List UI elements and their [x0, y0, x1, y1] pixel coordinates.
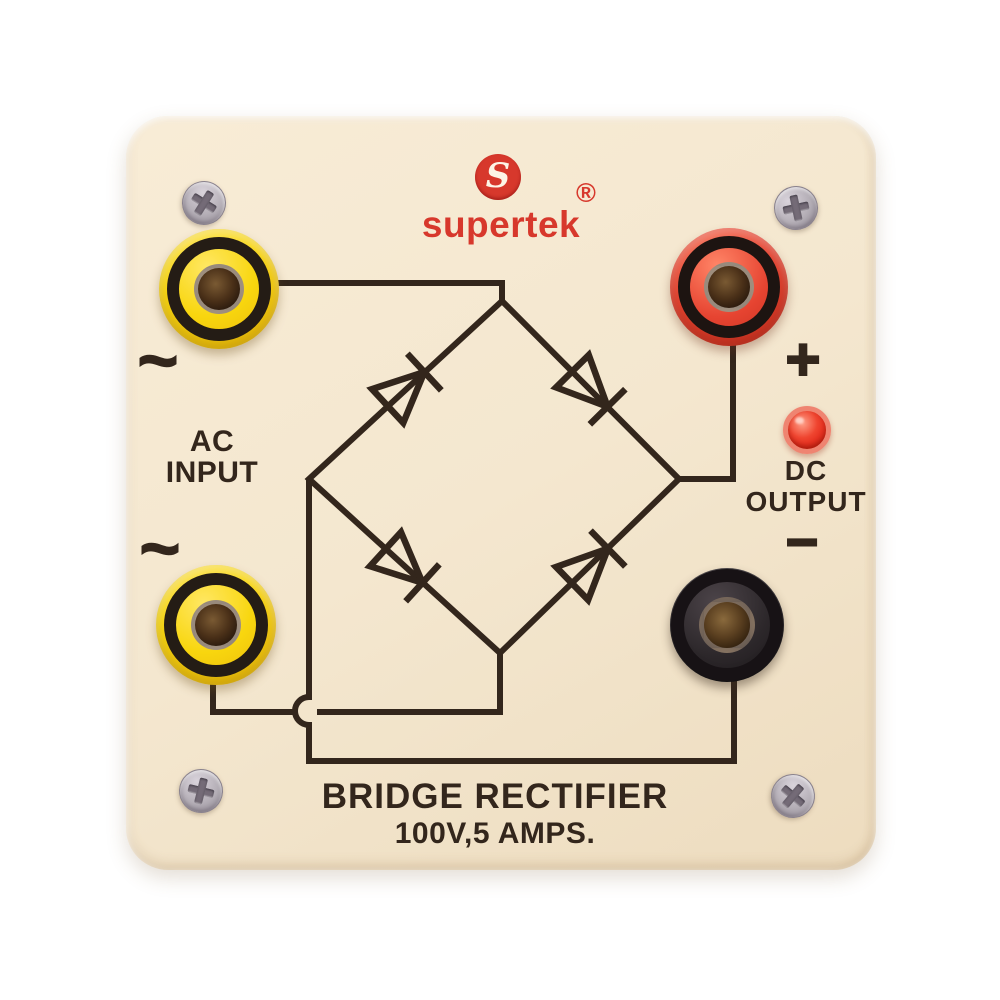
diode-cathode-bar — [403, 562, 442, 604]
banana-jack-ac-input-bottom[interactable] — [156, 565, 276, 685]
diode-d3 — [364, 526, 442, 604]
jack-socket-hole[interactable] — [191, 600, 241, 650]
positive-terminal-symbol: + — [784, 326, 821, 393]
ac-input-label: AC INPUT — [122, 426, 302, 488]
diode-cathode-bar — [404, 351, 444, 393]
diode-d4 — [550, 528, 628, 606]
dc-output-line1: DC — [784, 455, 828, 486]
banana-jack-dc-negative[interactable] — [670, 568, 784, 682]
diode-anode-triangle — [550, 349, 614, 413]
ac-wave-symbol-bottom: ~ — [139, 508, 181, 588]
dc-indicator-led — [783, 406, 831, 454]
diode-anode-triangle — [364, 526, 429, 589]
banana-jack-ac-input-top[interactable] — [159, 229, 279, 349]
ac-wave-symbol-top: ~ — [137, 320, 179, 400]
diode-anode-triangle — [550, 543, 614, 606]
jack-socket-hole[interactable] — [704, 262, 754, 312]
bridge-diamond — [304, 296, 684, 658]
diode-d2 — [550, 349, 628, 427]
wire-dc-negative — [292, 479, 737, 764]
supertek-logo-icon: S — [475, 154, 521, 200]
brand-name: supertek — [421, 204, 581, 245]
logo-s-monogram: S — [485, 156, 511, 196]
wire-ac-bottom — [210, 653, 503, 715]
diode-cathode-bar — [588, 528, 628, 569]
wire-ac-top — [276, 280, 505, 301]
ac-input-line1: AC — [189, 425, 235, 458]
diode-anode-triangle — [366, 366, 431, 429]
diode-cathode-bar — [587, 386, 628, 427]
module-rating: 100V,5 AMPS. — [394, 817, 596, 850]
module-title: BRIDGE RECTIFIER — [321, 777, 669, 816]
ac-input-line2: INPUT — [165, 456, 259, 489]
banana-jack-dc-positive[interactable] — [670, 228, 788, 346]
jack-socket-hole[interactable] — [194, 264, 244, 314]
dc-output-line2: OUTPUT — [745, 486, 867, 517]
jack-socket-hole[interactable] — [699, 597, 755, 653]
diode-d1 — [366, 351, 444, 429]
wire-dc-positive — [679, 344, 736, 482]
registered-trademark-symbol: ® — [576, 178, 596, 208]
negative-terminal-symbol: − — [785, 510, 820, 573]
dc-output-label: DC OUTPUT — [716, 455, 896, 517]
